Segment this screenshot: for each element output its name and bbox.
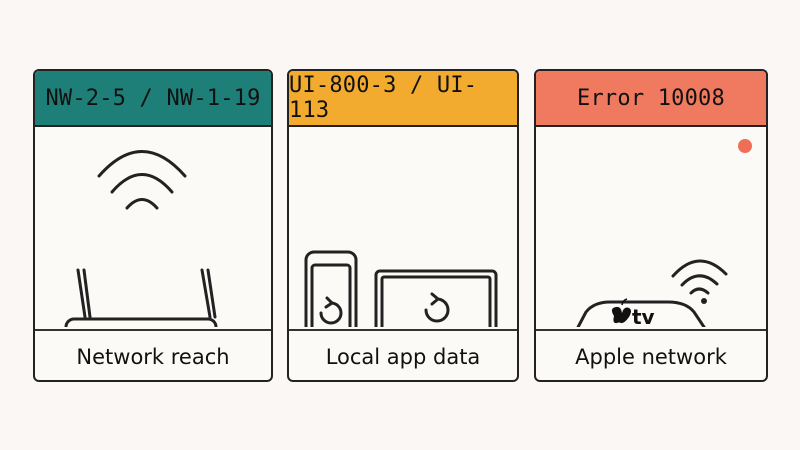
card-footer-apple: Apple network: [575, 344, 727, 369]
card-divider: [289, 329, 517, 331]
card-footer-local-app: Local app data: [325, 344, 481, 369]
card-body-apple: tv: [536, 127, 766, 327]
wifi-router-icon: [64, 150, 218, 327]
card-footer-network: Network reach: [76, 344, 230, 369]
card-apple-network: Error 10008 tv A: [534, 69, 768, 382]
apple-tv-logo-text: tv: [632, 305, 655, 327]
card-header-apple: Error 10008: [536, 71, 766, 127]
card-header-local-app: UI-800-3 / UI-113: [289, 71, 517, 127]
card-network-reach: NW-2-5 / NW-1-19: [33, 69, 273, 382]
card-divider: [536, 329, 766, 331]
apple-tv-box-icon: tv: [576, 259, 728, 327]
card-body-network: [35, 127, 271, 327]
status-indicator-dot: [738, 139, 752, 153]
card-header-network: NW-2-5 / NW-1-19: [35, 71, 271, 127]
phone-and-monitor-refresh-icon: [304, 250, 498, 327]
card-body-local-app: [289, 127, 517, 327]
card-local-app-data: UI-800-3 / UI-113 Local app data: [287, 69, 519, 382]
card-divider: [35, 329, 271, 331]
